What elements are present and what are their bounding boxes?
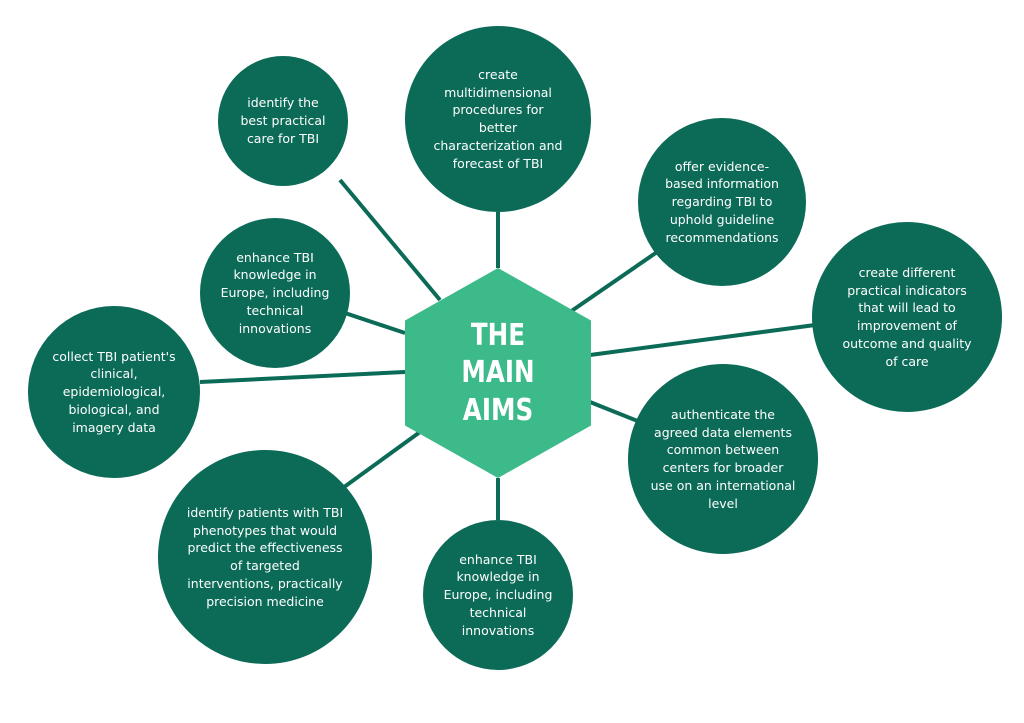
- aim-node-practical-indicators: create different practical indicators th…: [812, 222, 1002, 412]
- aim-node-multidimensional-procedures: create multidimensional procedures for b…: [405, 26, 591, 212]
- aim-node-collect-patient-data: collect TBI patient's clinical, epidemio…: [28, 306, 200, 478]
- connector-top-right: [568, 248, 662, 314]
- aim-node-enhance-knowledge-bottom: enhance TBI knowledge in Europe, includi…: [423, 520, 573, 670]
- main-aims-title: THE MAIN AIMS: [461, 317, 535, 428]
- aim-node-evidence-based-information: offer evidence-based information regardi…: [638, 118, 806, 286]
- connector-bottom-left: [338, 430, 422, 492]
- aim-node-tbi-phenotypes: identify patients with TBI phenotypes th…: [158, 450, 372, 664]
- connector-top-left: [338, 178, 442, 302]
- aim-text: collect TBI patient's clinical, epidemio…: [52, 348, 176, 435]
- connector-left: [199, 370, 406, 384]
- aim-text: enhance TBI knowledge in Europe, includi…: [443, 551, 553, 638]
- connector-right: [589, 323, 816, 357]
- aim-node-enhance-knowledge-left: enhance TBI knowledge in Europe, includi…: [200, 218, 350, 368]
- aim-text: create multidimensional procedures for b…: [433, 66, 563, 171]
- aim-text: authenticate the agreed data elements co…: [650, 406, 796, 511]
- aim-text: identify patients with TBI phenotypes th…: [186, 504, 344, 609]
- aim-text: offer evidence-based information regardi…: [665, 158, 779, 245]
- central-hexagon: THE MAIN AIMS: [405, 268, 591, 478]
- aim-node-best-practical-care: identify the best practical care for TBI: [218, 56, 348, 186]
- aim-text: create different practical indicators th…: [842, 264, 972, 369]
- aim-text: enhance TBI knowledge in Europe, includi…: [220, 249, 330, 336]
- aim-node-authenticate-data-elements: authenticate the agreed data elements co…: [628, 364, 818, 554]
- aim-text: identify the best practical care for TBI: [240, 95, 326, 146]
